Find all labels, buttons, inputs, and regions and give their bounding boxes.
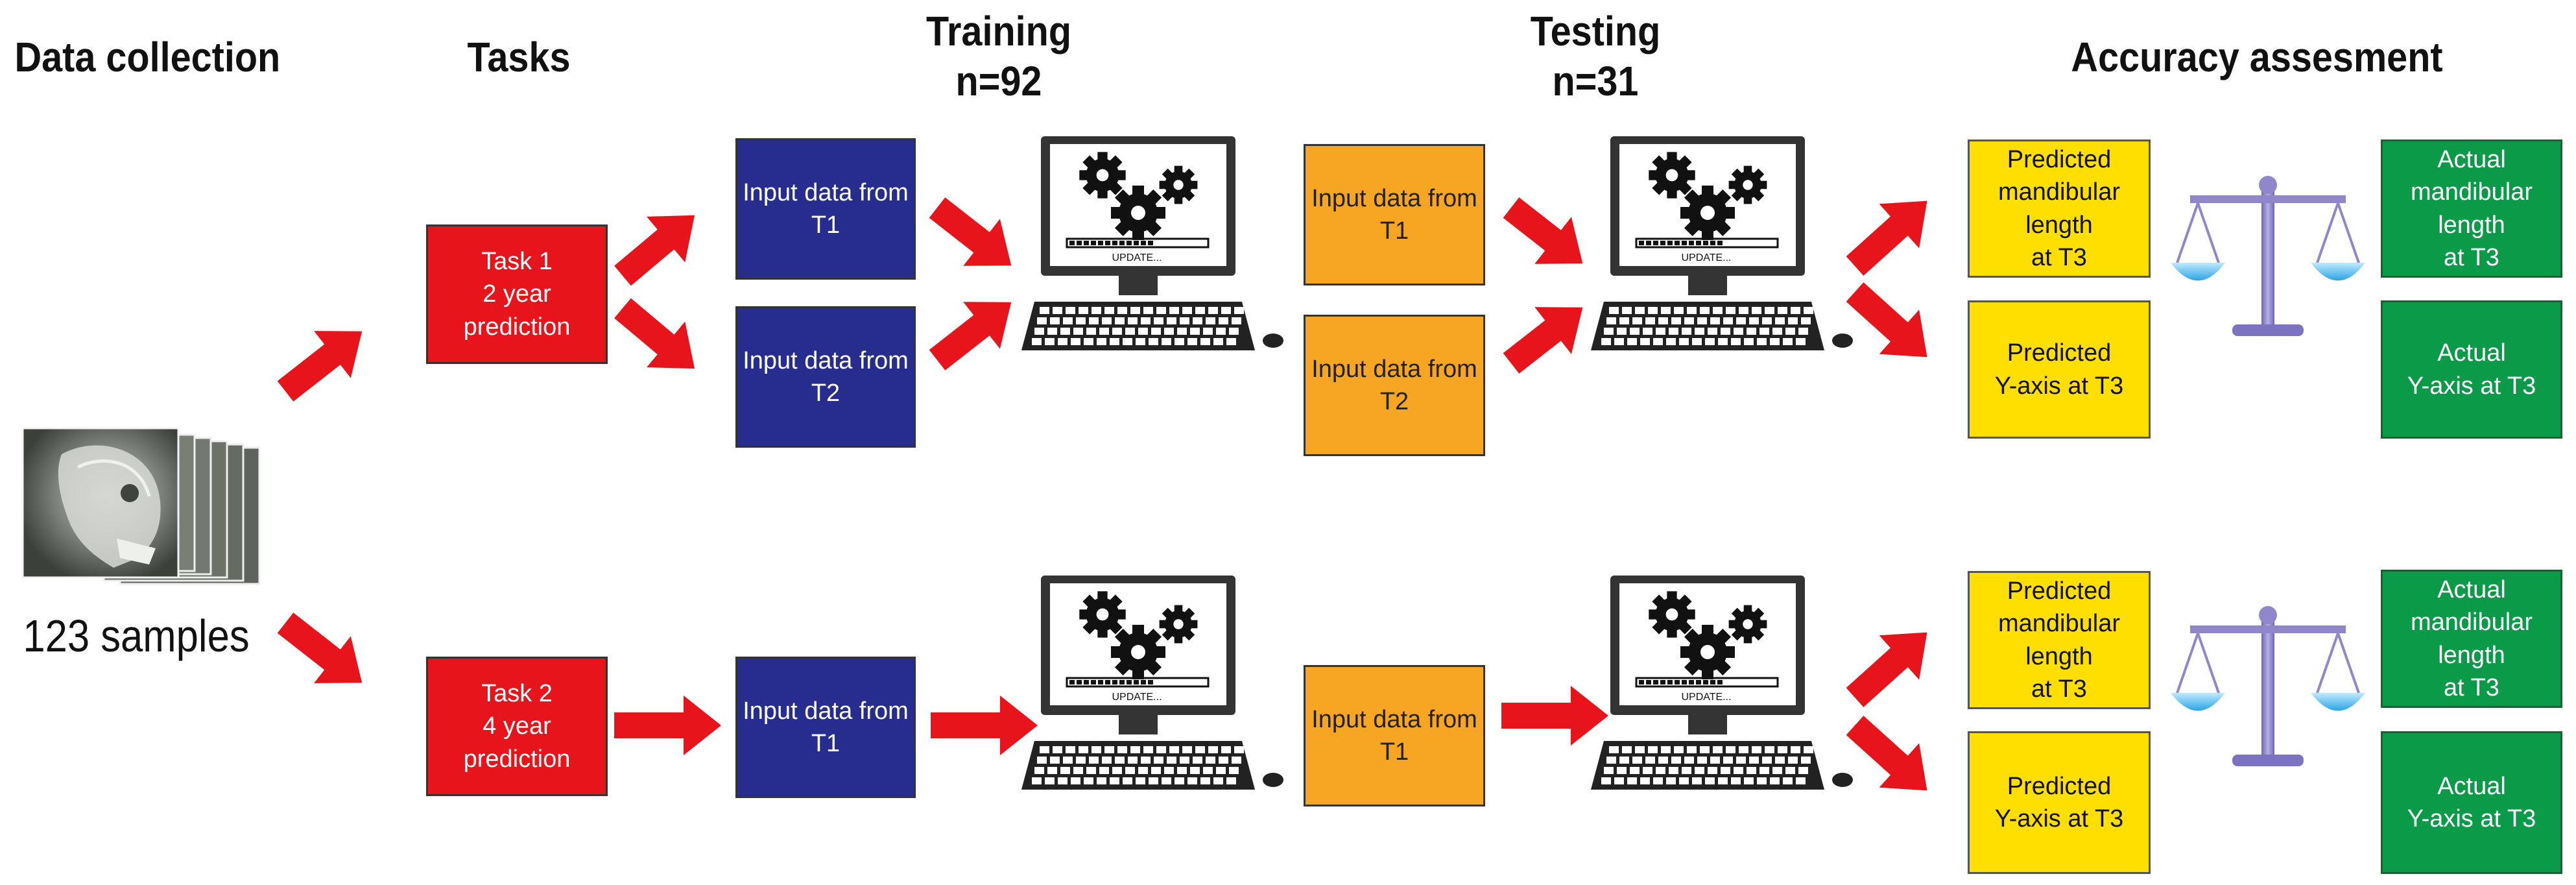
task-1-box: Task 1 2 year prediction	[426, 224, 608, 364]
task-1-actual-mandibular-length: Actual mandibular length at T3	[2381, 139, 2562, 278]
arrow-icon	[614, 215, 695, 286]
arrow-icon	[929, 302, 1012, 370]
header-training-n: n=92	[955, 57, 1042, 104]
task-2-testing-input-t1: Input data from T1	[1304, 665, 1485, 806]
computer-screen-text: UPDATE...	[1681, 252, 1731, 263]
header-accuracy: Accuracy assesment	[2071, 34, 2443, 80]
task-1-testing-input-t1: Input data from T1	[1304, 144, 1485, 285]
arrow-icon	[1503, 307, 1583, 374]
header-tasks: Tasks	[467, 34, 571, 80]
task-1-predicted-y-axis: Predicted Y-axis at T3	[1968, 300, 2151, 439]
computer-screen-text: UPDATE...	[1681, 692, 1731, 703]
arrow-icon	[1846, 632, 1927, 707]
task-1-testing-input-t2: Input data from T2	[1304, 315, 1485, 456]
arrow-icon	[931, 696, 1038, 755]
arrow-icon	[1503, 197, 1583, 264]
computer-gears-icon: UPDATE...	[1591, 136, 1853, 350]
task-2-predicted-y-axis: Predicted Y-axis at T3	[1968, 731, 2151, 874]
task-1-predicted-mandibular-length: Predicted mandibular length at T3	[1968, 139, 2151, 278]
balance-scale-icon	[2171, 176, 2365, 336]
task-1-training-input-t2: Input data from T2	[735, 306, 916, 448]
task-2-box: Task 2 4 year prediction	[426, 657, 608, 796]
arrow-icon	[1846, 716, 1927, 791]
task-2-predicted-mandibular-length: Predicted mandibular length at T3	[1968, 571, 2151, 709]
computer-screen-text: UPDATE...	[1112, 692, 1162, 703]
arrow-icon	[614, 298, 695, 369]
task-1-actual-y-axis: Actual Y-axis at T3	[2381, 300, 2562, 439]
task-2-actual-mandibular-length: Actual mandibular length at T3	[2381, 570, 2562, 708]
computer-gears-icon: UPDATE...	[1021, 576, 1283, 790]
balance-scale-icon	[2171, 606, 2365, 766]
samples-label: 123 samples	[23, 611, 250, 661]
header-testing-n: n=31	[1552, 57, 1639, 104]
arrow-icon	[614, 696, 721, 755]
task-2-actual-y-axis: Actual Y-axis at T3	[2381, 731, 2562, 874]
arrow-icon	[1846, 282, 1927, 358]
arrow-icon	[277, 612, 363, 683]
computer-gears-icon: UPDATE...	[1021, 136, 1283, 350]
header-data-collection: Data collection	[14, 34, 281, 80]
computer-gears-icon: UPDATE...	[1591, 576, 1853, 790]
task-1-training-input-t1: Input data from T1	[735, 138, 916, 280]
arrow-icon	[277, 331, 363, 402]
task-2-training-input-t1: Input data from T1	[735, 657, 916, 798]
arrow-icon	[929, 197, 1012, 266]
arrow-icon	[1501, 686, 1608, 746]
computer-screen-text: UPDATE...	[1112, 252, 1162, 263]
arrow-icon	[1846, 200, 1927, 276]
